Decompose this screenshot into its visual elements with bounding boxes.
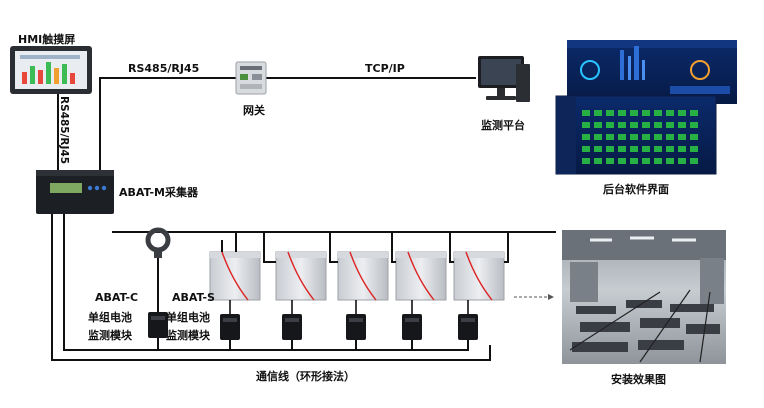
installation-photo: [562, 230, 726, 364]
monitor-device: [478, 56, 530, 102]
abat-s-module: [458, 314, 478, 340]
battery-cell: [395, 251, 447, 301]
abat-s-name: ABAT-S: [172, 291, 215, 304]
software-label: 后台软件界面: [603, 183, 669, 196]
gateway-device: [235, 61, 267, 95]
battery-cell: [453, 251, 505, 301]
rs485-side-label: RS485/RJ45: [58, 96, 70, 165]
abat-c-line1: 单组电池: [88, 311, 132, 324]
arrow-to-photo: [514, 294, 554, 300]
comm-line-label: 通信线（环形接法）: [256, 370, 355, 383]
software-ui-screens: [555, 40, 737, 175]
abat-s-line2: 监测模块: [166, 329, 210, 342]
rs485-top-label: RS485/RJ45: [128, 62, 200, 75]
battery-string: [209, 232, 509, 301]
collector-device: [36, 170, 114, 214]
tcpip-label: TCP/IP: [365, 62, 405, 75]
abat-s-module: [220, 314, 240, 340]
platform-label: 监测平台: [481, 119, 525, 132]
abat-s-module: [282, 314, 302, 340]
hmi-label: HMI触摸屏: [18, 33, 76, 46]
battery-cell: [337, 251, 389, 301]
abat-c-line2: 监测模块: [88, 329, 132, 342]
current-clamp-sensor: [145, 227, 171, 312]
abat-c-name: ABAT-C: [95, 291, 139, 304]
monitor-modules: [148, 300, 478, 340]
collector-label: ABAT-M采集器: [119, 186, 198, 199]
gateway-label: 网关: [243, 104, 265, 117]
battery-cell: [275, 251, 327, 301]
abat-s-line1: 单组电池: [166, 311, 210, 324]
connection-lines: [51, 77, 556, 361]
install-photo-label: 安装效果图: [611, 373, 666, 386]
hmi-screen-device: [10, 46, 92, 94]
abat-s-module: [346, 314, 366, 340]
abat-s-module: [402, 314, 422, 340]
abat-c-module: [148, 312, 168, 338]
